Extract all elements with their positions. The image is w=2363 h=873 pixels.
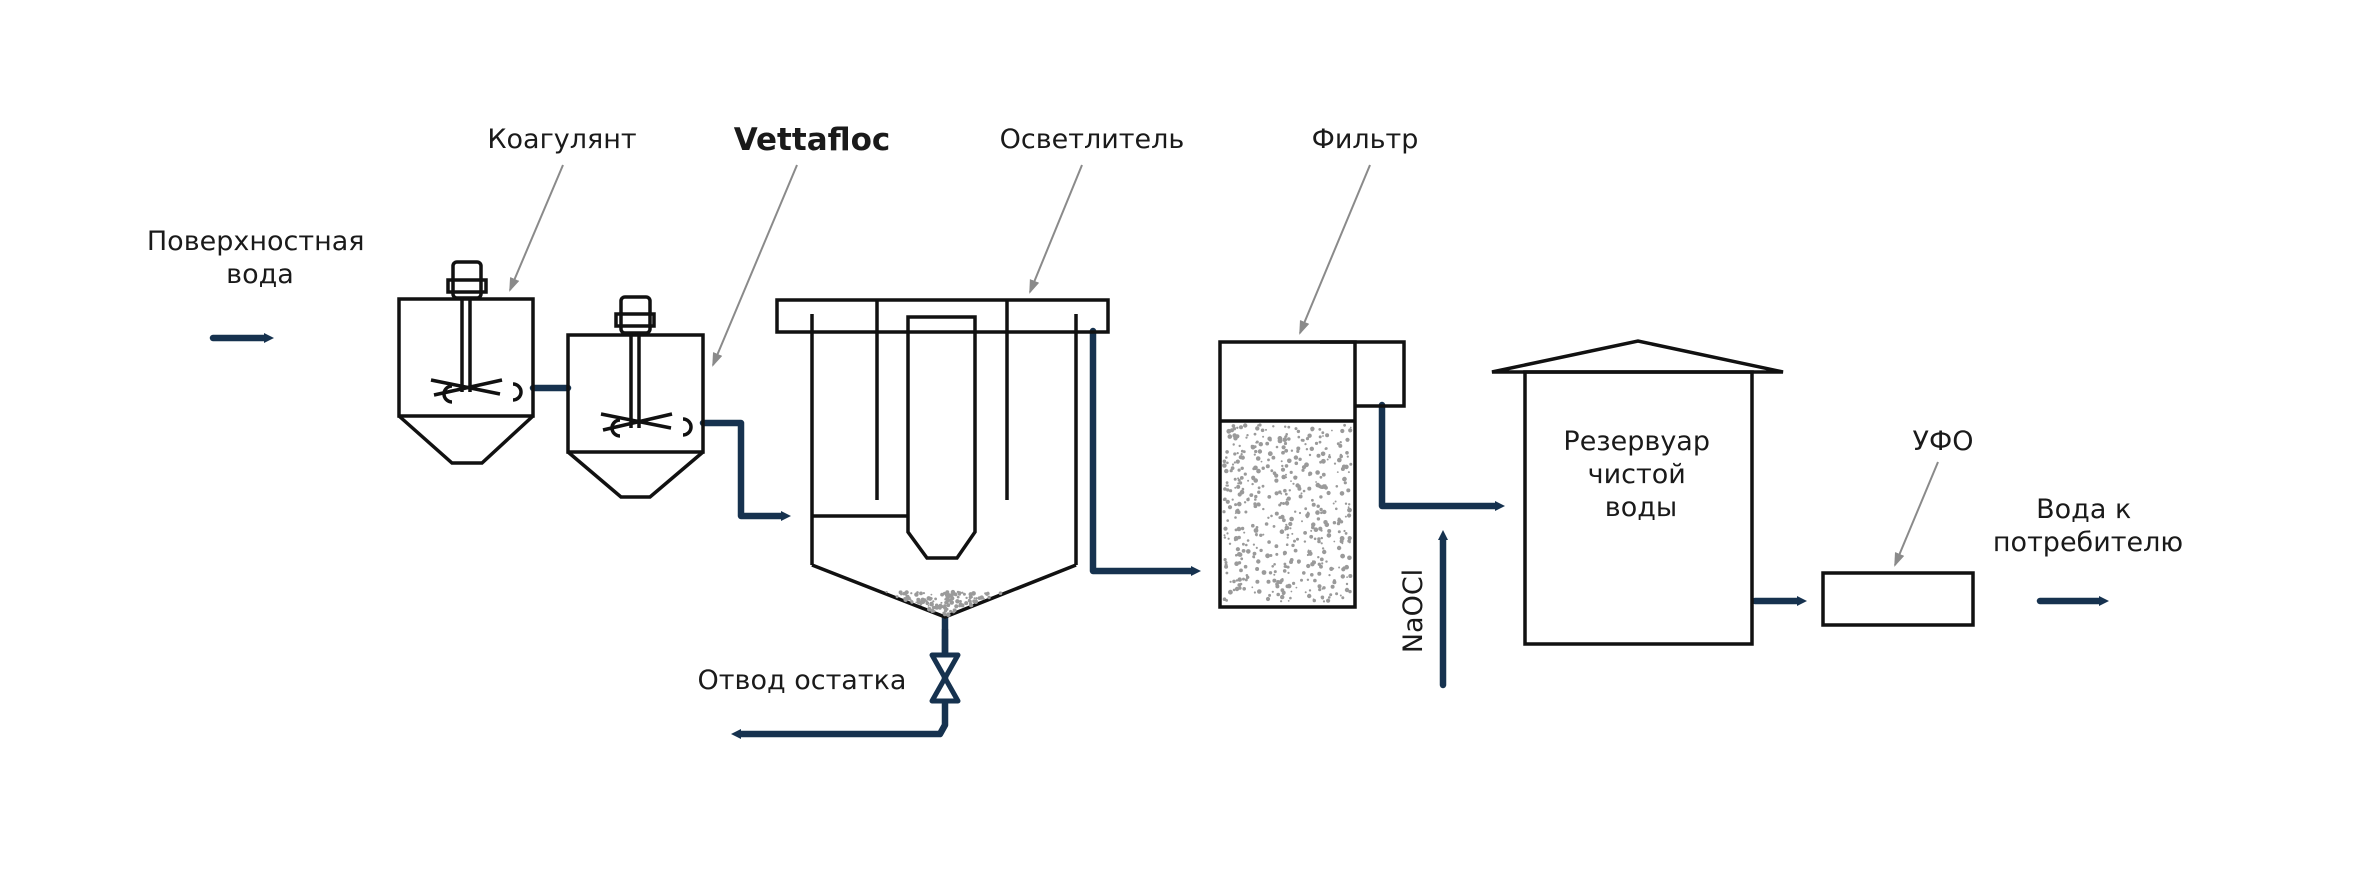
filter-label: Фильтр (1312, 124, 1419, 155)
reservoir-label: Резервуар чистой воды (1563, 426, 1718, 523)
surface-water-label: Поверхностная вода (147, 226, 373, 290)
clarifier-leader (1029, 164, 1083, 294)
uv-unit (1821, 571, 1975, 627)
vettafloc-mixer-tank (566, 295, 705, 499)
coagulant-label: Коагулянт (487, 124, 636, 155)
clarifier-label: Осветлитель (1000, 124, 1185, 155)
coagulant-leader (509, 164, 564, 292)
filter-media (1222, 423, 1353, 603)
pipe-tank2-clarifier (699, 419, 791, 521)
filter-leader (1299, 164, 1371, 335)
ufo-label: УФО (1913, 426, 1974, 457)
sand-filter (1218, 340, 1406, 609)
clarifier (775, 298, 1110, 619)
sludge-outlet-label: Отвод остатка (698, 665, 907, 696)
naocl-label: NaOCl (1398, 569, 1429, 653)
sludge-layer (885, 589, 1003, 617)
vettafloc-leader (712, 164, 798, 367)
pipe-filter-reservoir (1378, 401, 1505, 511)
ufo-leader (1894, 461, 1939, 567)
to-consumer-label: Вода к потребителю (1993, 494, 2183, 558)
vettafloc-label: Vettafloc (734, 122, 891, 158)
sludge-valve[interactable] (929, 652, 961, 704)
pipe-clarifier-filter (1089, 327, 1201, 576)
clean-water-reservoir (1491, 339, 1784, 646)
coagulant-mixer-tank (397, 260, 535, 465)
